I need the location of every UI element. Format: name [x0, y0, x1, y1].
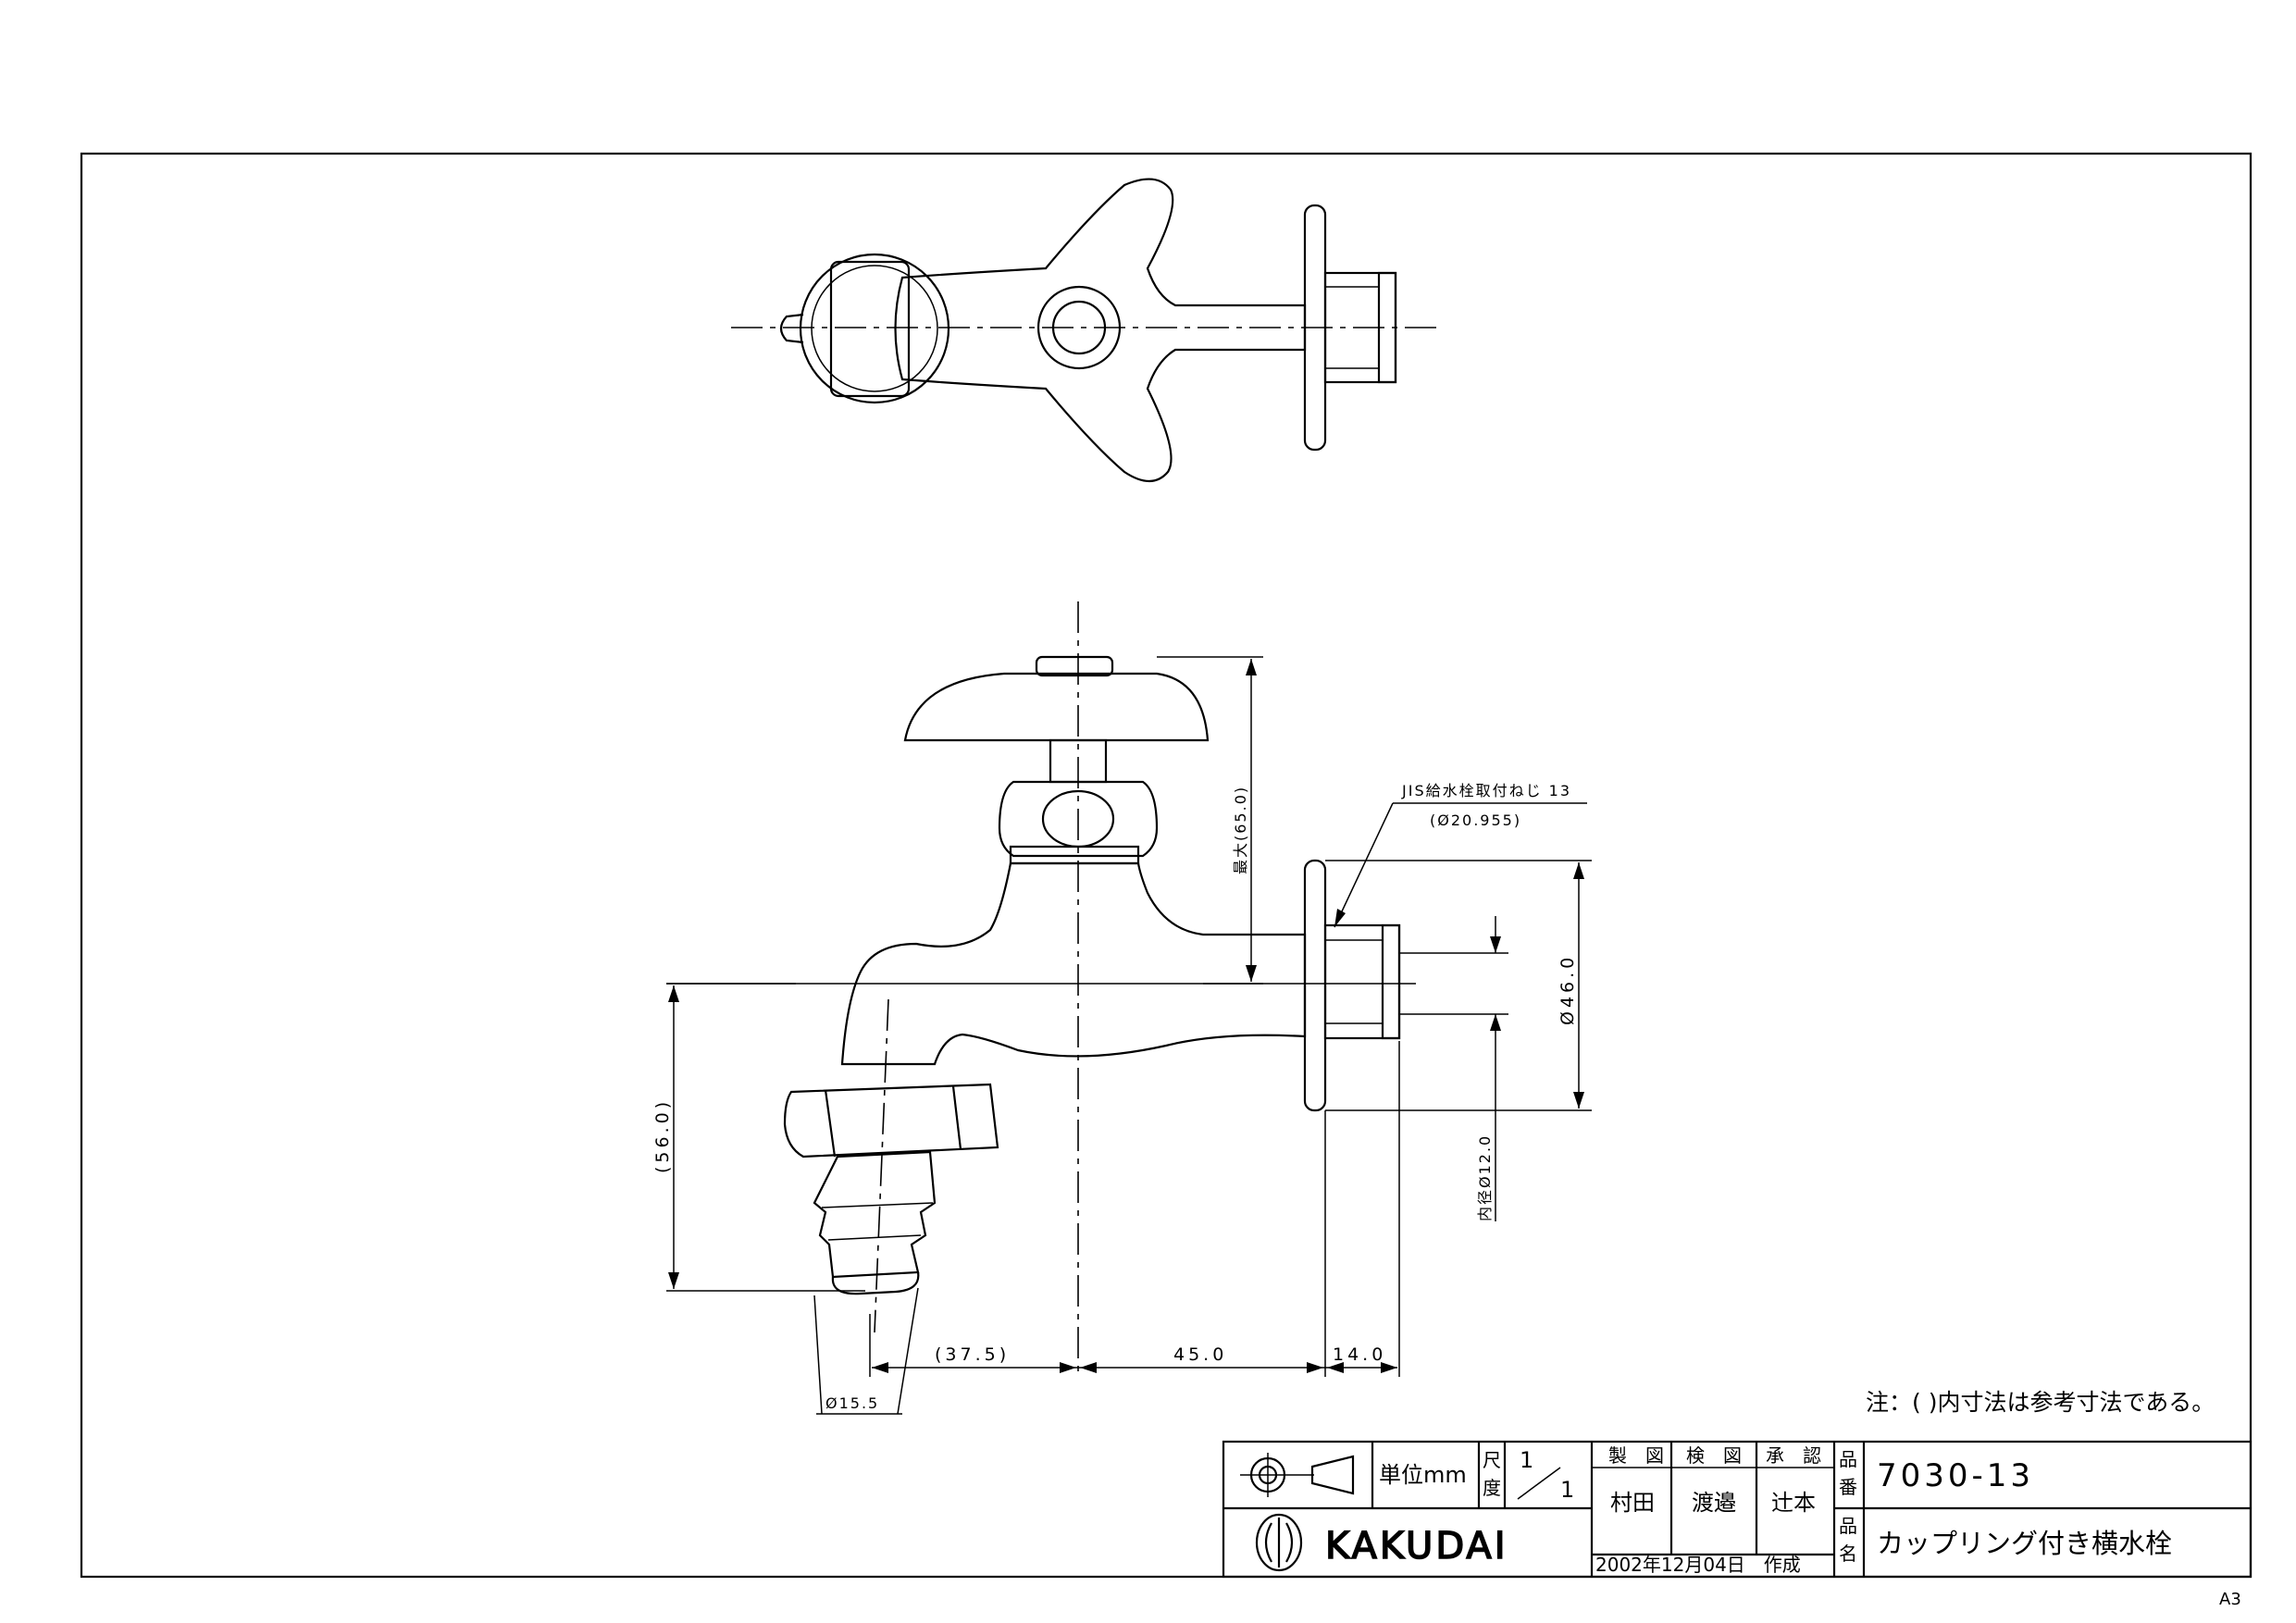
inner-dia-dim: 内径Ø12.0	[1476, 1134, 1494, 1221]
created-date: 2002年12月04日 作成	[1595, 1554, 1801, 1576]
part-name-label-1: 品	[1839, 1515, 1857, 1537]
unit-label: 単位mm	[1379, 1462, 1467, 1488]
scale-denominator: 1	[1560, 1477, 1574, 1503]
scale-numerator: 1	[1520, 1447, 1533, 1473]
spout-height-dim: (56.0)	[652, 1098, 673, 1173]
checked-by: 渡邉	[1692, 1490, 1736, 1516]
paper-size: A3	[2219, 1590, 2241, 1609]
dim-45: 45.0	[1173, 1344, 1227, 1365]
top-view	[731, 178, 1444, 483]
part-name: カップリング付き横水栓	[1877, 1528, 2172, 1559]
part-no-label-1: 品	[1839, 1448, 1857, 1470]
scale-label-2: 度	[1483, 1477, 1501, 1499]
checked-label: 検 図	[1686, 1444, 1742, 1467]
flange-dia-dim: Ø46.0	[1558, 954, 1578, 1025]
title-block: 単位mm 尺 度 1 1 製 図 検 図 承 認 村田 渡邉 辻本 品 番 70…	[1222, 1440, 2253, 1579]
third-angle-projection-symbol	[1240, 1453, 1355, 1497]
part-number: 7030-13	[1877, 1457, 2034, 1494]
dim-37-5: (37.5)	[935, 1344, 1010, 1365]
approved-label: 承 認	[1766, 1444, 1821, 1467]
reference-note: 注：( )内寸法は参考寸法である。	[1866, 1389, 2215, 1416]
drawing-frame	[80, 152, 2253, 1579]
hose-dia-dim: Ø15.5	[825, 1394, 879, 1412]
thread-dia-label: (Ø20.955)	[1430, 812, 1521, 829]
dim-14: 14.0	[1333, 1344, 1386, 1365]
kakudai-logo: KAKUDAI	[1255, 1513, 1508, 1572]
drawn-by: 村田	[1610, 1490, 1655, 1516]
front-view	[666, 601, 1416, 1379]
max-height-dim: 最大(65.0)	[1232, 786, 1249, 874]
drawn-label: 製 図	[1608, 1444, 1664, 1467]
part-no-label-2: 番	[1839, 1476, 1857, 1498]
dimensions: 最大(65.0) JIS給水栓取付ねじ 13 (Ø20.955) Ø46.0 内…	[652, 656, 1592, 1415]
svg-text:KAKUDAI: KAKUDAI	[1325, 1525, 1508, 1567]
approved-by: 辻本	[1771, 1490, 1816, 1516]
thread-spec-label: JIS給水栓取付ねじ 13	[1401, 782, 1571, 799]
part-name-label-2: 名	[1839, 1542, 1857, 1565]
scale-label-1: 尺	[1483, 1449, 1501, 1471]
